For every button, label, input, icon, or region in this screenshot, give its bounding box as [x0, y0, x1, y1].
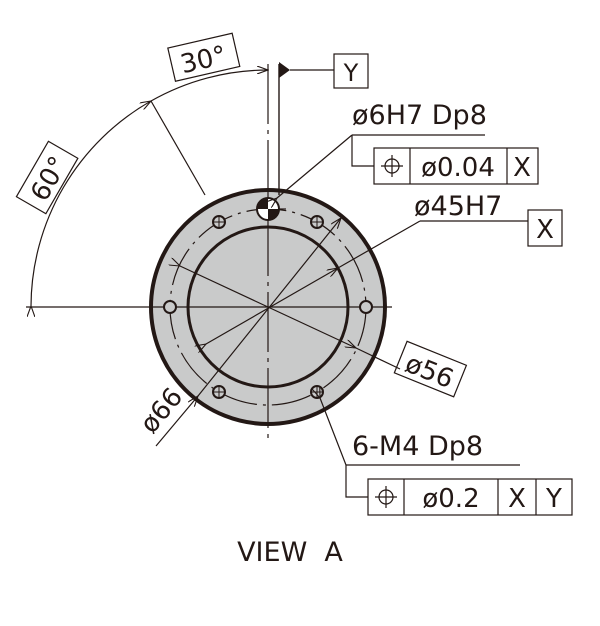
- svg-text:Y: Y: [545, 484, 562, 514]
- svg-text:X: X: [513, 153, 531, 183]
- diameter-dimension-lines: [155, 218, 528, 447]
- dowel-fcf: ø0.04 X: [373, 147, 539, 185]
- datum-y-feature: Y: [278, 53, 369, 195]
- svg-text:X: X: [508, 484, 526, 514]
- datum-y-label: Y: [343, 59, 359, 87]
- svg-text:6-M4 Dp8: 6-M4 Dp8: [352, 431, 483, 462]
- datum-x-label: X: [536, 215, 554, 245]
- position-icon: [375, 486, 397, 508]
- bolt-circle-dimension: ø56: [393, 340, 468, 398]
- pilot-bore-callout: ø45H7 X: [414, 191, 563, 247]
- dowel-hole-callout: ø6H7 Dp8 ø0.04 X: [277, 100, 539, 198]
- outer-diameter-dimension: ø66: [135, 382, 189, 439]
- svg-text:ø56: ø56: [401, 349, 458, 395]
- tapped-fcf: ø0.2 X Y: [367, 478, 573, 516]
- svg-text:ø66: ø66: [135, 382, 189, 439]
- tapped-holes-callout: 6-M4 Dp8 ø0.2 X Y: [320, 398, 573, 516]
- view-label: VIEW A: [237, 537, 343, 568]
- svg-text:ø0.04: ø0.04: [421, 153, 495, 183]
- svg-text:ø45H7: ø45H7: [414, 191, 502, 222]
- svg-text:ø6H7 Dp8: ø6H7 Dp8: [352, 100, 487, 131]
- svg-text:ø0.2: ø0.2: [422, 484, 479, 514]
- angle-60-label: 60°: [25, 152, 74, 207]
- position-icon: [381, 155, 403, 177]
